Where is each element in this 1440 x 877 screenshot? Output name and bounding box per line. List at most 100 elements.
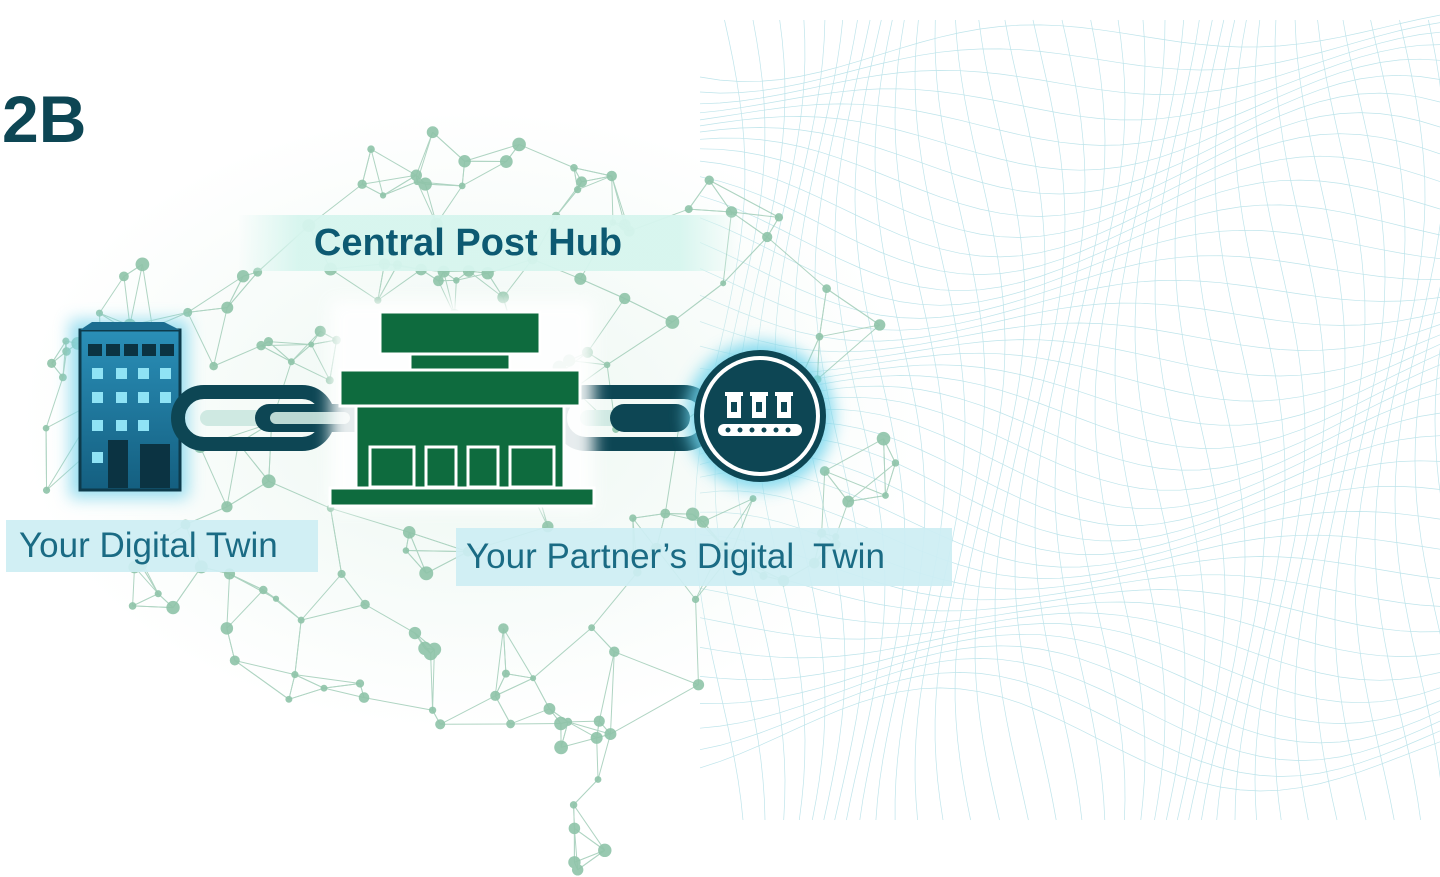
network-edge	[432, 131, 465, 162]
network-node	[696, 515, 710, 528]
network-edge	[731, 211, 779, 218]
network-node	[402, 526, 416, 539]
network-edge	[722, 236, 768, 284]
mesh-line	[699, 658, 1440, 761]
network-node	[873, 319, 886, 331]
network-node	[660, 508, 671, 519]
network-edge	[187, 307, 228, 313]
partner-digital-twin-label: Your Partner’s Digital Twin	[456, 528, 952, 586]
network-node	[357, 179, 367, 189]
network-edge	[370, 148, 417, 176]
network-node	[506, 719, 515, 729]
network-node	[285, 695, 293, 703]
network-edge	[505, 673, 534, 679]
mesh-line	[1214, 19, 1266, 821]
network-node	[402, 547, 410, 554]
network-edge	[532, 627, 592, 679]
network-node	[435, 719, 446, 730]
mesh-line	[1034, 19, 1086, 821]
network-edge	[824, 470, 886, 496]
network-edge	[291, 361, 330, 381]
network-edge	[847, 462, 896, 502]
network-edge	[268, 422, 273, 482]
network-node	[358, 692, 370, 703]
network-edge	[199, 446, 228, 507]
mesh-line	[699, 112, 1440, 217]
network-node	[568, 822, 581, 835]
network-edge	[408, 532, 427, 574]
network-node	[530, 675, 537, 682]
network-node	[220, 622, 234, 635]
network-node	[314, 325, 326, 337]
mesh-line	[1334, 19, 1386, 821]
network-node	[815, 332, 824, 341]
network-node	[749, 495, 757, 503]
network-node	[297, 616, 305, 624]
network-edge	[708, 179, 732, 213]
network-node	[554, 740, 568, 755]
network-node	[490, 690, 501, 701]
network-node	[458, 154, 471, 168]
mesh-line	[699, 645, 1440, 744]
network-node	[263, 337, 274, 347]
network-node	[691, 595, 700, 604]
mesh-line	[699, 623, 1440, 704]
network-node	[236, 270, 250, 283]
network-node	[272, 595, 280, 602]
network-node	[453, 277, 460, 284]
network-edge	[62, 341, 67, 378]
network-node	[428, 706, 437, 714]
mesh-line	[974, 19, 1026, 821]
network-node	[822, 284, 832, 294]
mesh-line	[1274, 19, 1326, 821]
network-edge	[573, 167, 612, 177]
network-node	[229, 655, 240, 666]
network-node	[209, 361, 218, 371]
network-edge	[577, 175, 612, 191]
network-edge	[213, 345, 262, 367]
network-node	[291, 671, 299, 679]
network-node	[62, 347, 71, 356]
network-node	[725, 206, 738, 218]
mesh-line	[699, 633, 1440, 724]
network-edge	[229, 573, 277, 600]
network-edge	[432, 649, 435, 711]
network-node	[876, 431, 891, 446]
network-node	[842, 495, 855, 508]
network-edge	[268, 480, 331, 509]
network-edge	[132, 593, 159, 607]
network-edge	[294, 620, 302, 675]
network-node	[408, 626, 422, 640]
network-node	[594, 776, 602, 783]
network-node	[498, 623, 509, 634]
network-node	[259, 585, 268, 595]
mesh-line	[1314, 19, 1366, 821]
mesh-line	[1234, 19, 1286, 821]
network-node	[287, 358, 295, 366]
network-edge	[695, 599, 699, 685]
network-edge	[461, 161, 507, 187]
mesh-line	[994, 19, 1046, 821]
network-node	[410, 169, 422, 182]
mesh-line	[1134, 19, 1186, 821]
network-node	[183, 307, 193, 317]
network-edge	[468, 270, 504, 298]
network-node	[379, 192, 387, 199]
network-edge	[301, 603, 366, 621]
network-node	[261, 474, 276, 489]
mesh-line	[1414, 286, 1440, 635]
mesh-line	[894, 19, 946, 820]
network-edge	[341, 573, 366, 605]
network-node	[882, 492, 889, 499]
network-node	[308, 341, 315, 348]
your-digital-twin-label: Your Digital Twin	[6, 520, 318, 572]
mesh-line	[699, 58, 1440, 146]
network-edge	[382, 181, 418, 196]
network-edge	[268, 341, 292, 363]
network-edge	[818, 288, 828, 337]
network-node	[704, 175, 714, 185]
network-edge	[826, 288, 880, 326]
network-edge	[672, 282, 724, 323]
network-node	[166, 600, 180, 615]
